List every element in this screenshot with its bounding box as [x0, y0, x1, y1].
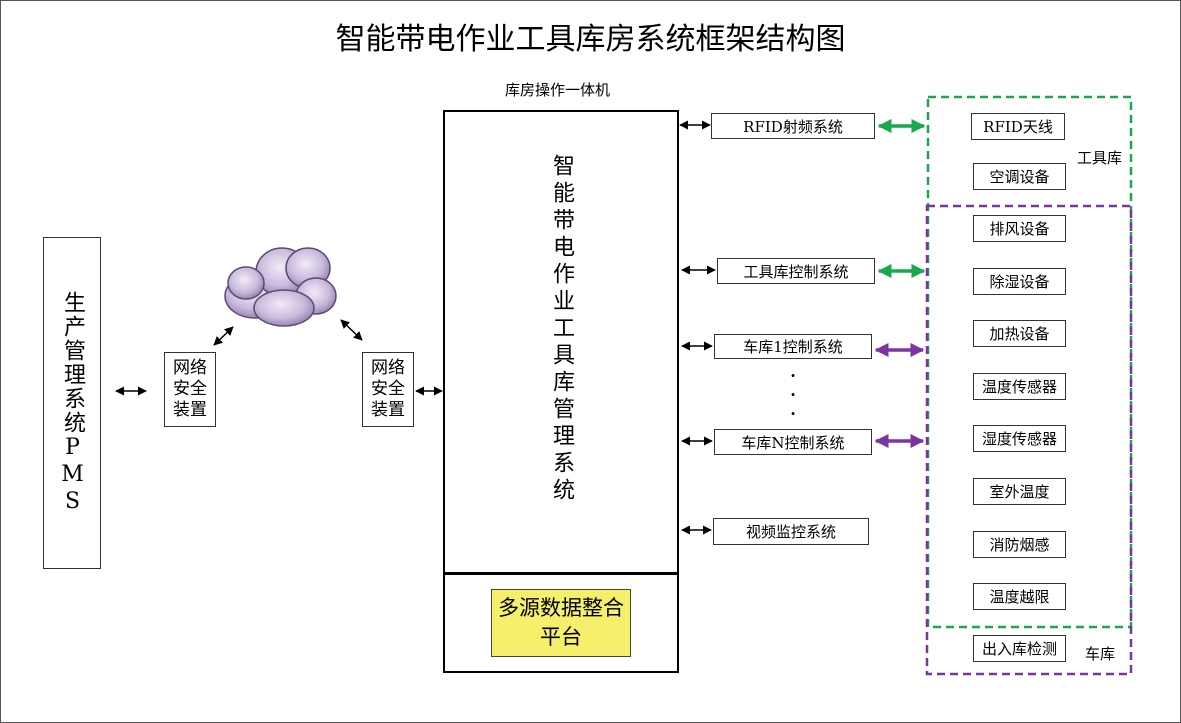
- terminal-caption: 库房操作一体机: [505, 81, 611, 99]
- pms-box: 生产管理系统PMS: [43, 237, 101, 569]
- ellipsis-dot: ·: [790, 404, 796, 423]
- garageN-control-system-box: 车库N控制系统: [714, 429, 872, 455]
- garage-item-label: 湿度传感器: [981, 430, 1057, 448]
- garage-group: [925, 204, 1133, 676]
- tool-store-item-label: RFID天线: [983, 118, 1053, 136]
- garage1-control-system-label: 车库1控制系统: [743, 338, 843, 356]
- pms-label: 生产管理系统PMS: [60, 290, 85, 516]
- main-system-label: 智能带电作业工具库管理系统: [549, 154, 574, 505]
- rfid-system-box: RFID射频系统: [711, 113, 875, 139]
- garage-label: 车库: [1085, 645, 1116, 663]
- tool-store-item: RFID天线: [971, 113, 1065, 140]
- platform-box: 多源数据整合平台: [491, 589, 631, 657]
- platform-label: 多源数据整合平台: [498, 596, 624, 649]
- garage1-control-system-box: 车库1控制系统: [714, 334, 872, 359]
- ellipsis-dot: ·: [790, 366, 796, 385]
- garage-item-label: 室外温度: [989, 483, 1050, 501]
- garage-item: 出入库检测: [973, 635, 1066, 662]
- rfid-system-label: RFID射频系统: [743, 117, 843, 136]
- tool-store-group: [926, 95, 1133, 629]
- garage-item: 消防烟感: [973, 531, 1066, 558]
- video-monitoring-system-box: 视频监控系统: [713, 518, 869, 545]
- network-cloud-icon: [224, 247, 337, 327]
- garage-item-label: 出入库检测: [981, 640, 1057, 658]
- garage-item-label: 除湿设备: [989, 273, 1050, 291]
- tool-store-item: 空调设备: [973, 163, 1066, 190]
- main-system-box: 智能带电作业工具库管理系统: [443, 110, 679, 574]
- ellipsis-dot: ·: [790, 385, 796, 404]
- garage-item: 除湿设备: [973, 268, 1066, 295]
- diagram-title: 智能带电作业工具库房系统框架结构图: [335, 22, 846, 57]
- platform-section: 多源数据整合平台: [443, 573, 679, 673]
- garage-item: 湿度传感器: [973, 425, 1066, 452]
- garage-item-label: 温度越限: [989, 588, 1050, 606]
- garageN-control-system-label: 车库N控制系统: [741, 433, 845, 452]
- link-security-cloud: [213, 326, 234, 346]
- tool-store-label: 工具库: [1077, 149, 1123, 167]
- security-device-left-label: 网络安全装置: [173, 358, 207, 420]
- ellipsis-dots: · · ·: [785, 366, 801, 423]
- link-cloud-security: [340, 319, 363, 341]
- garage-item: 温度传感器: [973, 373, 1066, 400]
- video-monitoring-system-label: 视频监控系统: [745, 523, 836, 541]
- garage-item: 排风设备: [973, 215, 1066, 242]
- garage-item-label: 温度传感器: [981, 378, 1057, 396]
- security-device-left: 网络安全装置: [164, 352, 216, 427]
- tool-control-system-box: 工具库控制系统: [717, 258, 875, 284]
- security-device-right: 网络安全装置: [362, 352, 414, 427]
- garage-item: 加热设备: [973, 320, 1066, 347]
- tool-control-system-label: 工具库控制系统: [743, 262, 849, 281]
- security-device-right-label: 网络安全装置: [371, 358, 405, 420]
- garage-item-label: 消防烟感: [989, 536, 1050, 554]
- garage-item: 温度越限: [973, 583, 1066, 610]
- garage-item: 室外温度: [973, 478, 1066, 505]
- tool-store-item-label: 空调设备: [989, 168, 1050, 186]
- garage-item-label: 排风设备: [989, 220, 1050, 238]
- garage-item-label: 加热设备: [989, 325, 1050, 343]
